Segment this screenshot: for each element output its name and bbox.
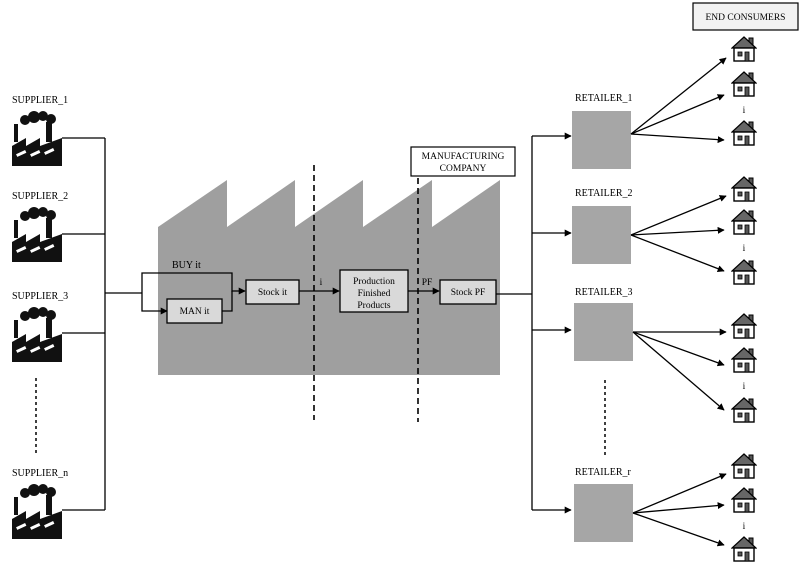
stock-it-box	[245, 279, 300, 305]
retailer-box	[574, 303, 633, 361]
supplier-3: SUPPLIER_3	[12, 291, 68, 362]
supplier-n: SUPPLIER_n	[12, 468, 68, 539]
supplier-1-label: SUPPLIER_1	[12, 95, 68, 106]
house-icon	[731, 397, 757, 423]
internal-flow	[141, 272, 532, 315]
house-icon	[731, 36, 757, 62]
factory-building	[158, 180, 500, 375]
production-line-2: Finished	[358, 289, 391, 299]
retailer-2-label: RETAILER_2	[575, 188, 633, 199]
house-icon	[731, 453, 757, 479]
house-icon	[731, 120, 757, 146]
company-label-line-2: COMPANY	[440, 164, 487, 174]
retailer-box	[574, 484, 633, 542]
supplier-connectors	[62, 137, 142, 511]
retailer-3-label: RETAILER_3	[575, 287, 633, 298]
supplier-1: SUPPLIER_1	[12, 95, 68, 166]
factory-icon	[12, 483, 62, 539]
supplier-n-label: SUPPLIER_n	[12, 468, 68, 479]
retailer-r: RETAILER_r	[574, 467, 633, 542]
consumer-gap-label: i	[743, 382, 746, 392]
production-box	[339, 269, 409, 313]
factory-icon	[12, 306, 62, 362]
stock-it-label: Stock it	[258, 288, 288, 298]
retailer-1-label: RETAILER_1	[575, 93, 633, 104]
production-line-1: Production	[353, 277, 395, 287]
retailer-connectors	[531, 132, 572, 514]
pf-label: PF	[422, 278, 433, 288]
factory-icon	[12, 110, 62, 166]
end-consumers-box	[692, 2, 799, 31]
supplier-3-label: SUPPLIER_3	[12, 291, 68, 302]
consumer-arrows	[630, 57, 727, 547]
retailer-2: RETAILER_2	[572, 188, 633, 264]
consumer-gap-label: i	[743, 106, 746, 116]
house-icon	[731, 176, 757, 202]
retailer-r-label: RETAILER_r	[575, 467, 632, 478]
stock-pf-box	[439, 279, 497, 305]
man-it-box	[166, 298, 223, 324]
retailer-1: RETAILER_1	[572, 93, 633, 169]
house-icon	[731, 487, 757, 513]
house-icon	[731, 259, 757, 285]
buy-label: BUY it	[172, 260, 201, 271]
company-label-box	[410, 146, 516, 177]
stock-pf-label: Stock PF	[451, 288, 486, 298]
supplier-2-label: SUPPLIER_2	[12, 191, 68, 202]
production-line-3: Products	[357, 301, 391, 311]
consumer-gap-label: i	[743, 244, 746, 254]
house-icon	[731, 313, 757, 339]
house-icon	[731, 347, 757, 373]
man-it-label: MAN it	[180, 307, 210, 317]
house-icon	[731, 536, 757, 562]
house-icon	[731, 209, 757, 235]
factory-icon	[12, 206, 62, 262]
intermediate-i-label: i	[320, 278, 323, 288]
retailer-3: RETAILER_3	[574, 287, 633, 361]
house-icon	[731, 71, 757, 97]
retailer-box	[572, 111, 631, 169]
end-consumers-label: END CONSUMERS	[706, 13, 786, 23]
company-label-line-1: MANUFACTURING	[422, 152, 505, 162]
retailer-box	[572, 206, 631, 264]
supplier-2: SUPPLIER_2	[12, 191, 68, 262]
consumer-gap-label: i	[743, 522, 746, 532]
